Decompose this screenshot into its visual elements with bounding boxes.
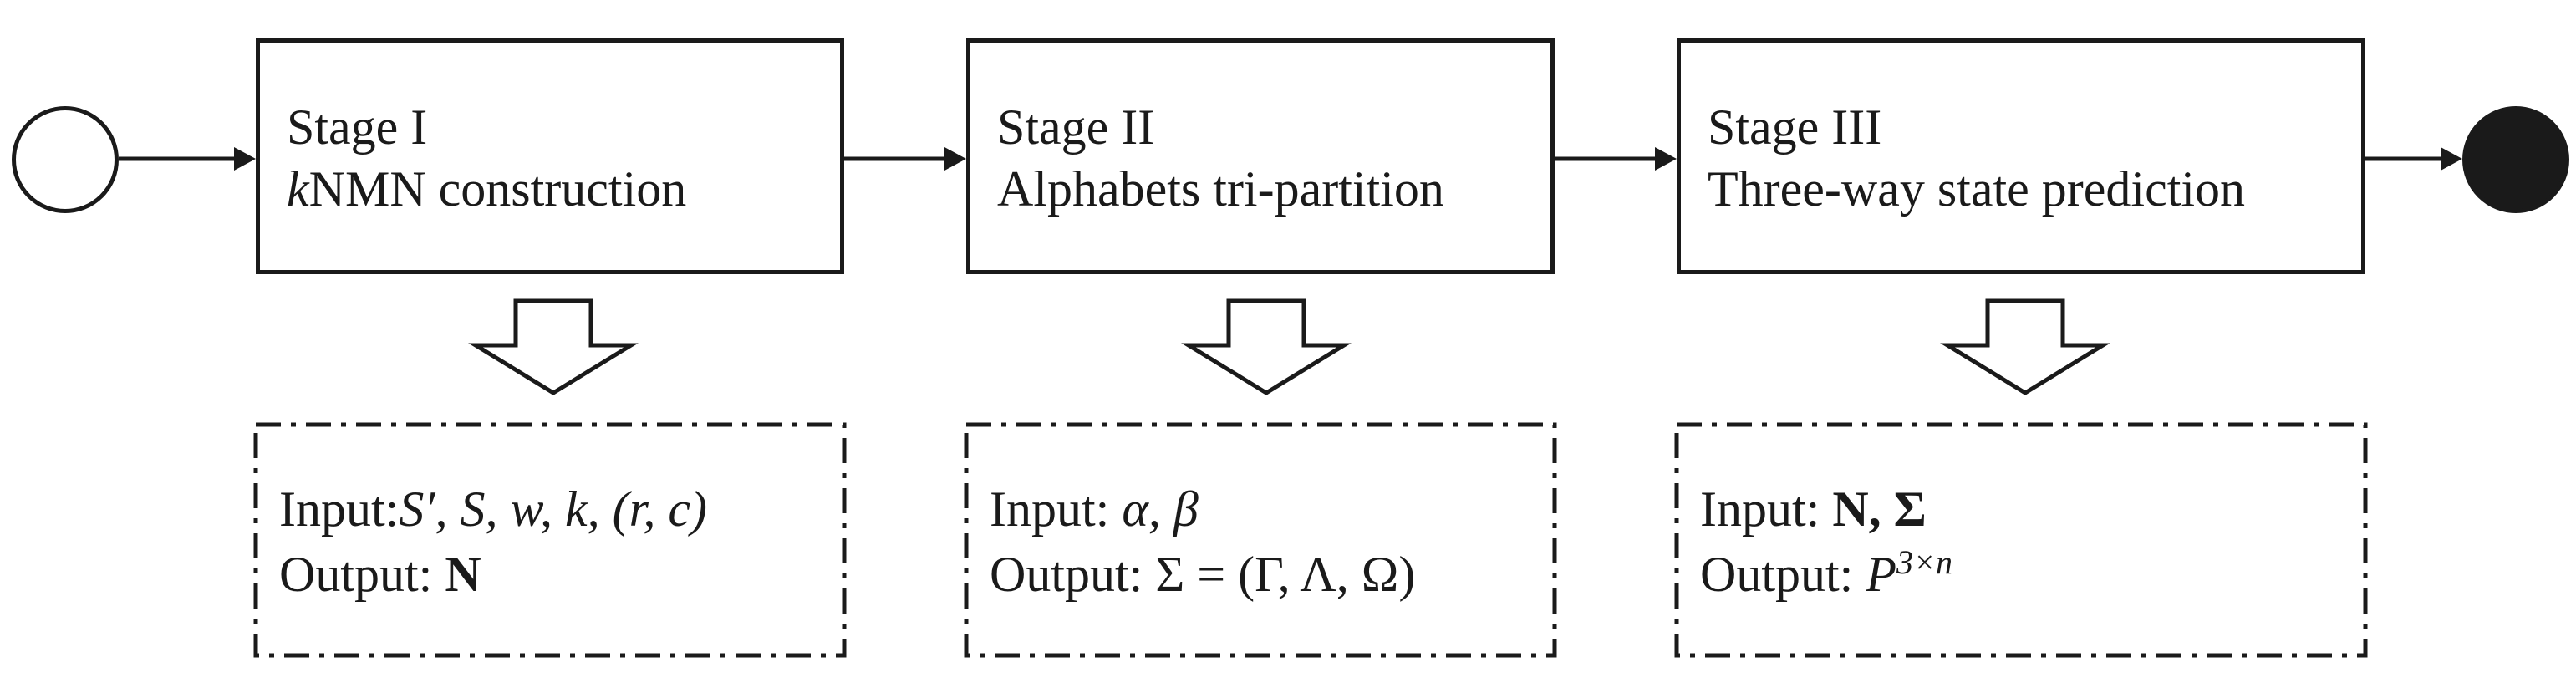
down-arrow-stage-1 — [468, 298, 639, 395]
stage-2-box: Stage II Alphabets tri-partition — [966, 38, 1555, 274]
io-box-2: Input: α, β Output: Σ = (Γ, Λ, Ω) — [966, 425, 1555, 655]
stage-1-subtitle-line: kNMN construction — [287, 158, 686, 220]
io-2-output-value: Σ = (Γ, Λ, Ω) — [1155, 547, 1416, 602]
arrow-stage-1-to-stage-2 — [844, 147, 966, 171]
io-box-1: Input:S′, S, w, k, (r, c) Output: N — [256, 425, 844, 655]
stage-1-label: Stage I — [287, 99, 428, 155]
io-3-output-value: P — [1866, 547, 1896, 602]
stage-3-subtitle: Three-way state prediction — [1708, 161, 2246, 217]
arrow-stage-2-to-stage-3 — [1555, 147, 1677, 171]
io-2-output-prefix: Output: — [990, 547, 1156, 602]
io-3-output-prefix: Output: — [1700, 547, 1866, 602]
stage-3-box: Stage III Three-way state prediction — [1677, 38, 2365, 274]
io-2-input-value: α, β — [1122, 481, 1199, 537]
down-arrow-stage-3 — [1940, 298, 2110, 395]
io-1-output-prefix: Output: — [279, 547, 445, 602]
io-1-input: Input:S′, S, w, k, (r, c) — [279, 476, 707, 542]
io-3-output: Output: P3×n — [1700, 542, 1952, 607]
down-arrow-stage-2 — [1181, 298, 1352, 395]
io-3-input-value: N, Σ — [1832, 481, 1927, 537]
io-box-border-2 — [964, 422, 1557, 658]
end-node — [2462, 106, 2569, 213]
stage-2-subtitle-line: Alphabets tri-partition — [997, 158, 1444, 220]
io-1-output: Output: N — [279, 542, 707, 607]
io-box-3: Input: N, Σ Output: P3×n — [1677, 425, 2365, 655]
start-node — [12, 106, 119, 213]
io-1-input-value: S′, S, w, k, (r, c) — [399, 481, 707, 537]
arrow-start-to-stage-1 — [119, 147, 256, 171]
stage-3-subtitle-line: Three-way state prediction — [1708, 158, 2245, 220]
io-1-input-prefix: Input: — [279, 481, 400, 537]
io-3-input: Input: N, Σ — [1700, 476, 1952, 542]
io-box-border-3 — [1674, 422, 2368, 658]
io-1-output-value: N — [445, 547, 481, 602]
io-2-output: Output: Σ = (Γ, Λ, Ω) — [990, 542, 1415, 607]
stage-2-subtitle: Alphabets tri-partition — [997, 161, 1444, 217]
stage-1-subtitle-prefix: k — [287, 161, 309, 217]
io-box-border-1 — [253, 422, 847, 658]
stage-1-subtitle: NMN construction — [308, 161, 687, 217]
io-3-input-prefix: Input: — [1700, 481, 1833, 537]
stage-2-label: Stage II — [997, 99, 1155, 155]
io-2-input: Input: α, β — [990, 476, 1415, 542]
stage-3-label: Stage III — [1708, 99, 1882, 155]
io-3-output-superscript: 3×n — [1896, 543, 1952, 581]
arrow-stage-3-to-end — [2365, 147, 2462, 171]
io-2-input-prefix: Input: — [990, 481, 1123, 537]
stage-1-box: Stage I kNMN construction — [256, 38, 844, 274]
